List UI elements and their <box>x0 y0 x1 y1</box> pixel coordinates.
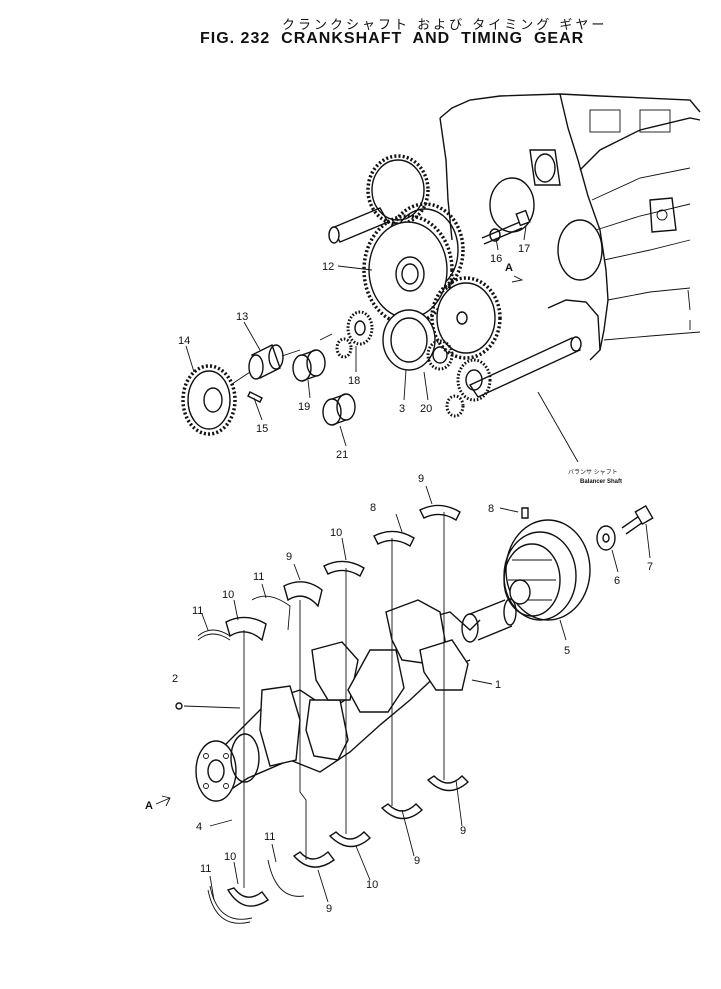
bushing <box>322 393 356 426</box>
callout-17: 17 <box>518 243 530 255</box>
callout-10: 10 <box>366 879 378 891</box>
callout-1: 1 <box>495 679 501 691</box>
view-arrow-a: A <box>145 795 171 812</box>
crank-gear <box>181 364 237 436</box>
bushing <box>292 349 326 382</box>
alignment-lines <box>243 512 445 888</box>
callout-6: 6 <box>614 575 620 587</box>
callout-8: 8 <box>370 502 376 514</box>
callout-10: 10 <box>224 851 236 863</box>
callout-11: 11 <box>192 605 203 617</box>
pulley <box>503 519 591 621</box>
callout-2: 2 <box>172 673 178 685</box>
callout-12: 12 <box>322 261 334 273</box>
callout-13: 13 <box>236 311 248 323</box>
plug <box>175 702 183 710</box>
callout-9: 9 <box>326 903 332 915</box>
bushing <box>248 344 284 380</box>
thrust-washer <box>197 595 291 641</box>
callout-21: 21 <box>336 449 348 461</box>
svg-text:A: A <box>505 262 513 274</box>
crankshaft <box>195 598 517 802</box>
callout-15: 15 <box>256 423 268 435</box>
callout-9: 9 <box>286 551 292 563</box>
callout-10: 10 <box>330 527 342 539</box>
pulley-bolt <box>621 504 654 535</box>
callout-9: 9 <box>460 825 466 837</box>
balancer-shaft-label: Balancer Shaft <box>580 479 622 485</box>
callout-11: 11 <box>264 831 275 843</box>
balancer-shaft-label-jp: バランサ シャフト <box>568 469 618 476</box>
callout-18: 18 <box>348 375 360 387</box>
assembly-axis <box>231 333 333 385</box>
view-arrow-a: A <box>505 262 524 283</box>
lower-main-bearing <box>226 775 470 907</box>
figure-title: FIG. 232 CRANKSHAFT AND TIMING GEAR <box>200 30 585 47</box>
bolt <box>481 209 531 245</box>
callout-11: 11 <box>200 863 211 875</box>
callout-5: 5 <box>564 645 570 657</box>
washer <box>489 228 501 242</box>
callout-20: 20 <box>420 403 432 415</box>
svg-text:A: A <box>145 800 153 812</box>
callout-10: 10 <box>222 589 234 601</box>
callout-8: 8 <box>488 503 494 515</box>
dowel-pin <box>521 507 529 519</box>
callout-7: 7 <box>647 561 653 573</box>
figure-title-japanese: クランクシャフト および タイミング ギヤー <box>282 18 608 33</box>
callout-19: 19 <box>298 401 310 413</box>
callout-9: 9 <box>414 855 420 867</box>
timing-gear-train <box>328 154 582 418</box>
callout-16: 16 <box>490 253 502 265</box>
thrust-washer <box>207 859 305 924</box>
callout-11: 11 <box>253 571 264 583</box>
callout-leaders <box>183 225 651 903</box>
callout-14: 14 <box>178 335 190 347</box>
callout-9: 9 <box>418 473 424 485</box>
callout-3: 3 <box>399 403 405 415</box>
washer <box>596 525 616 551</box>
upper-main-bearing <box>225 504 461 642</box>
callout-4: 4 <box>196 821 202 833</box>
key <box>247 391 263 403</box>
